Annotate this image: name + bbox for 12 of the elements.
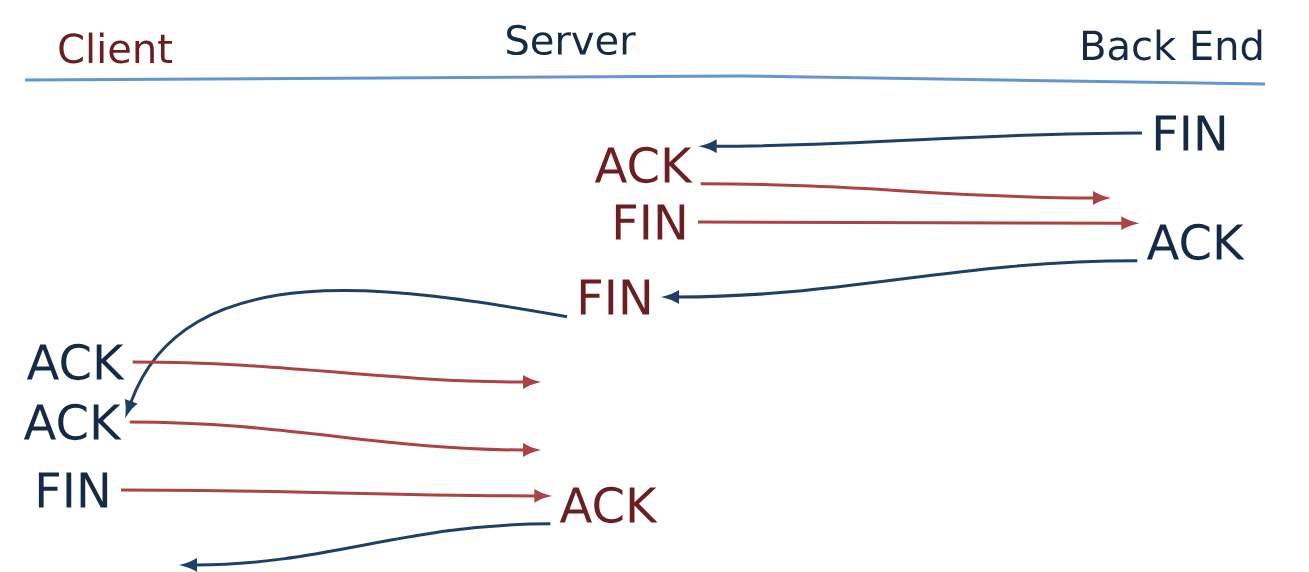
message-label: FIN xyxy=(580,279,650,315)
column-heading: Server xyxy=(507,24,636,56)
message-label: ACK xyxy=(23,403,122,441)
message-label: FIN xyxy=(615,204,685,240)
column-heading: Client xyxy=(59,32,172,64)
message-label: FIN xyxy=(38,472,108,508)
message-label: ACK xyxy=(559,486,658,524)
message-label: FIN xyxy=(1155,115,1225,151)
message-label: ACK xyxy=(26,343,125,381)
column-heading: Back End xyxy=(1083,29,1262,61)
message-label: ACK xyxy=(594,146,693,184)
message-label: ACK xyxy=(1146,223,1245,261)
